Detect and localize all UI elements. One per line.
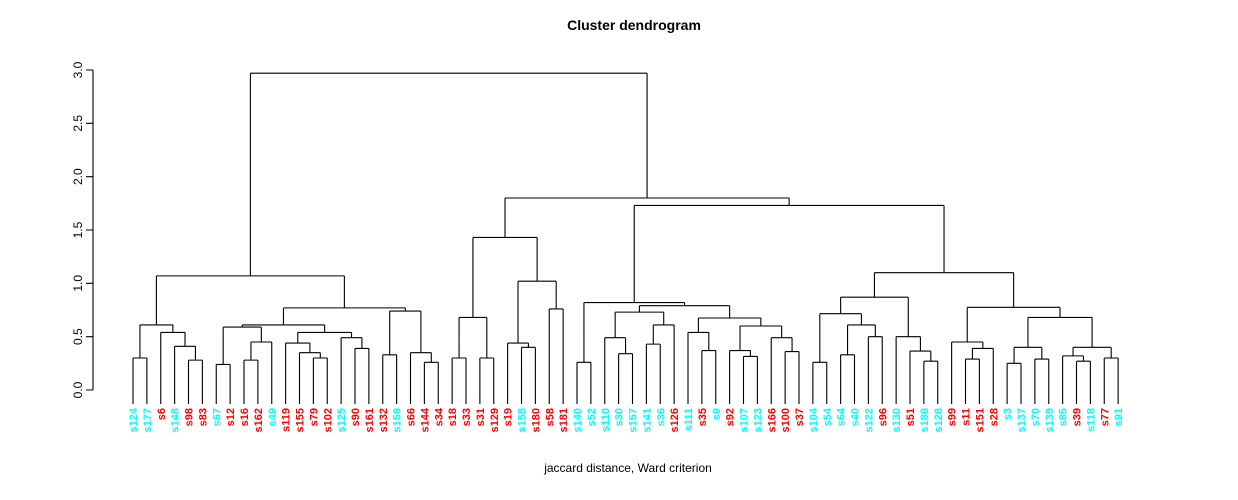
dendrogram-tree <box>132 72 1119 404</box>
leaf-label-s148: s148 <box>170 408 182 432</box>
leaf-label-s132: s132 <box>378 408 390 432</box>
leaf-label-s79: s79 <box>308 408 320 426</box>
leaf-label-s158: s158 <box>517 408 529 432</box>
leaf-label-s18: s18 <box>447 408 459 426</box>
leaf-label-s180: s180 <box>530 408 542 432</box>
leaf-label-s140: s140 <box>572 408 584 432</box>
leaf-label-s107: s107 <box>739 408 751 432</box>
leaf-label-s28: s28 <box>988 408 1000 426</box>
dendrogram-links <box>132 72 1119 404</box>
leaf-label-s110: s110 <box>600 408 612 432</box>
leaf-label-s141: s141 <box>641 408 653 432</box>
y-axis-line <box>86 69 94 391</box>
leaf-label-s83: s83 <box>197 408 209 426</box>
y-tick-label-3.0: 3.0 <box>71 61 85 78</box>
y-tick-label-0.5: 0.5 <box>71 328 85 345</box>
leaf-label-s137: s137 <box>1016 408 1028 432</box>
leaf-label-s129: s129 <box>489 408 501 432</box>
leaf-label-s51: s51 <box>905 408 917 426</box>
leaf-label-s118: s118 <box>1085 408 1097 432</box>
y-tick-label-2.0: 2.0 <box>71 168 85 185</box>
leaf-label-s125: s125 <box>336 408 348 432</box>
leaf-label-s130: s130 <box>891 408 903 432</box>
leaf-label-s91: s91 <box>1113 408 1125 426</box>
leaf-label-s40: s40 <box>850 408 862 426</box>
leaf-label-s12: s12 <box>225 408 237 426</box>
y-axis: 0.0 0.5 1.0 1.5 2.0 2.5 3.0 <box>71 61 94 398</box>
leaf-label-s35: s35 <box>697 408 709 426</box>
leaf-label-s70: s70 <box>1030 408 1042 426</box>
leaf-label-s166: s166 <box>766 408 778 432</box>
leaf-label-s19: s19 <box>503 408 515 426</box>
leaf-label-s128: s128 <box>933 408 945 432</box>
leaf-label-s39: s39 <box>1072 408 1084 426</box>
leaf-label-s77: s77 <box>1099 408 1111 426</box>
leaf-label-s33: s33 <box>461 408 473 426</box>
leaf-label-s11: s11 <box>961 408 973 426</box>
chart-title: Cluster dendrogram <box>567 17 701 33</box>
leaf-label-s9: s9 <box>711 408 723 420</box>
leaf-label-s54: s54 <box>822 407 834 426</box>
leaf-label-s155: s155 <box>295 408 307 432</box>
leaf-label-s64: s64 <box>836 407 848 426</box>
leaf-label-s36: s36 <box>655 408 667 426</box>
leaf-label-s52: s52 <box>586 408 598 426</box>
leaf-label-s126: s126 <box>669 408 681 432</box>
leaf-label-s111: s111 <box>683 408 695 431</box>
leaf-label-s119: s119 <box>281 408 293 432</box>
y-tick-label-1.0: 1.0 <box>71 275 85 292</box>
leaf-label-s6: s6 <box>156 408 168 420</box>
leaf-label-s124: s124 <box>128 407 140 432</box>
leaf-label-s90: s90 <box>350 408 362 426</box>
leaf-label-s188: s188 <box>919 408 931 432</box>
leaf-label-s85: s85 <box>1058 408 1070 426</box>
leaf-label-s34: s34 <box>433 407 445 426</box>
leaf-label-s49: s49 <box>267 408 279 426</box>
leaf-label-s161: s161 <box>364 408 376 432</box>
leaf-label-s151: s151 <box>974 408 986 432</box>
leaf-label-s102: s102 <box>322 408 334 432</box>
leaf-label-s100: s100 <box>780 408 792 432</box>
leaf-label-s177: s177 <box>142 408 154 432</box>
leaf-label-s92: s92 <box>725 408 737 426</box>
y-tick-label-0.0: 0.0 <box>71 381 85 398</box>
leaf-label-s31: s31 <box>475 408 487 426</box>
leaf-label-s16: s16 <box>239 408 251 426</box>
leaf-label-s3: s3 <box>1002 408 1014 420</box>
leaf-label-s96: s96 <box>877 408 889 426</box>
y-tick-label-2.5: 2.5 <box>71 115 85 132</box>
leaf-label-s98: s98 <box>184 408 196 426</box>
y-tick-label-1.5: 1.5 <box>71 221 85 238</box>
leaf-label-s157: s157 <box>628 408 640 432</box>
leaf-label-s162: s162 <box>253 408 265 432</box>
leaf-label-s104: s104 <box>808 407 820 432</box>
leaf-label-s159: s159 <box>392 408 404 432</box>
leaf-label-s144: s144 <box>419 407 431 432</box>
leaf-label-s123: s123 <box>752 408 764 432</box>
leaf-label-s37: s37 <box>794 408 806 426</box>
leaf-label-s67: s67 <box>211 408 223 426</box>
leaf-label-s181: s181 <box>558 408 570 432</box>
leaf-label-s66: s66 <box>406 408 418 426</box>
leaf-label-s30: s30 <box>614 408 626 426</box>
leaf-label-s122: s122 <box>863 408 875 432</box>
leaf-label-s99: s99 <box>947 408 959 426</box>
leaf-label-s139: s139 <box>1044 408 1056 432</box>
x-axis-label: jaccard distance, Ward criterion <box>543 461 712 475</box>
leaf-label-s58: s58 <box>544 408 556 426</box>
